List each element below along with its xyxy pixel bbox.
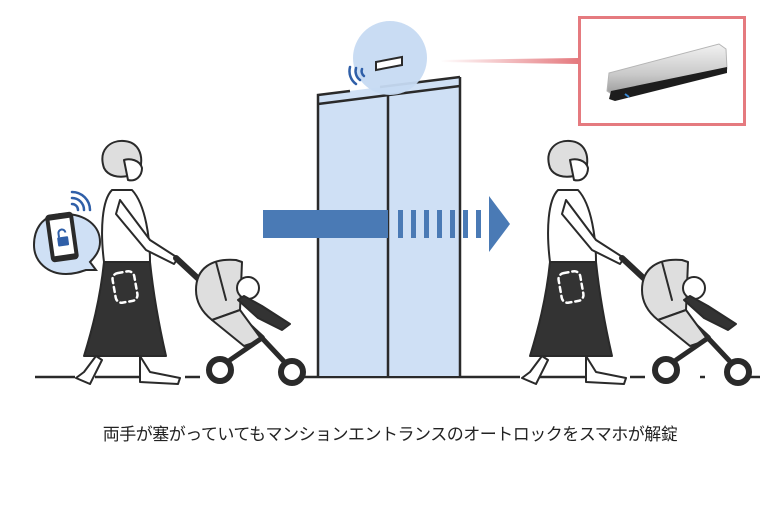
caption-text: 両手が塞がっていてもマンションエントランスのオートロックをスマホが解錠 (102, 425, 678, 445)
callout-connector (440, 58, 578, 64)
unlock-icon (57, 228, 70, 247)
phone-bubble (32, 190, 102, 276)
left-woman-with-stroller (75, 139, 306, 386)
direction-arrow-icon (263, 196, 510, 252)
entrance-door (316, 75, 462, 376)
wireless-signal-icon (70, 190, 92, 212)
wireless-signal-icon (348, 65, 366, 86)
sensor-device-callout (578, 16, 746, 126)
sensor-device-icon (606, 43, 728, 101)
smartphone-icon (45, 211, 79, 263)
right-woman-with-stroller (521, 139, 752, 386)
door-sensor (348, 21, 427, 95)
